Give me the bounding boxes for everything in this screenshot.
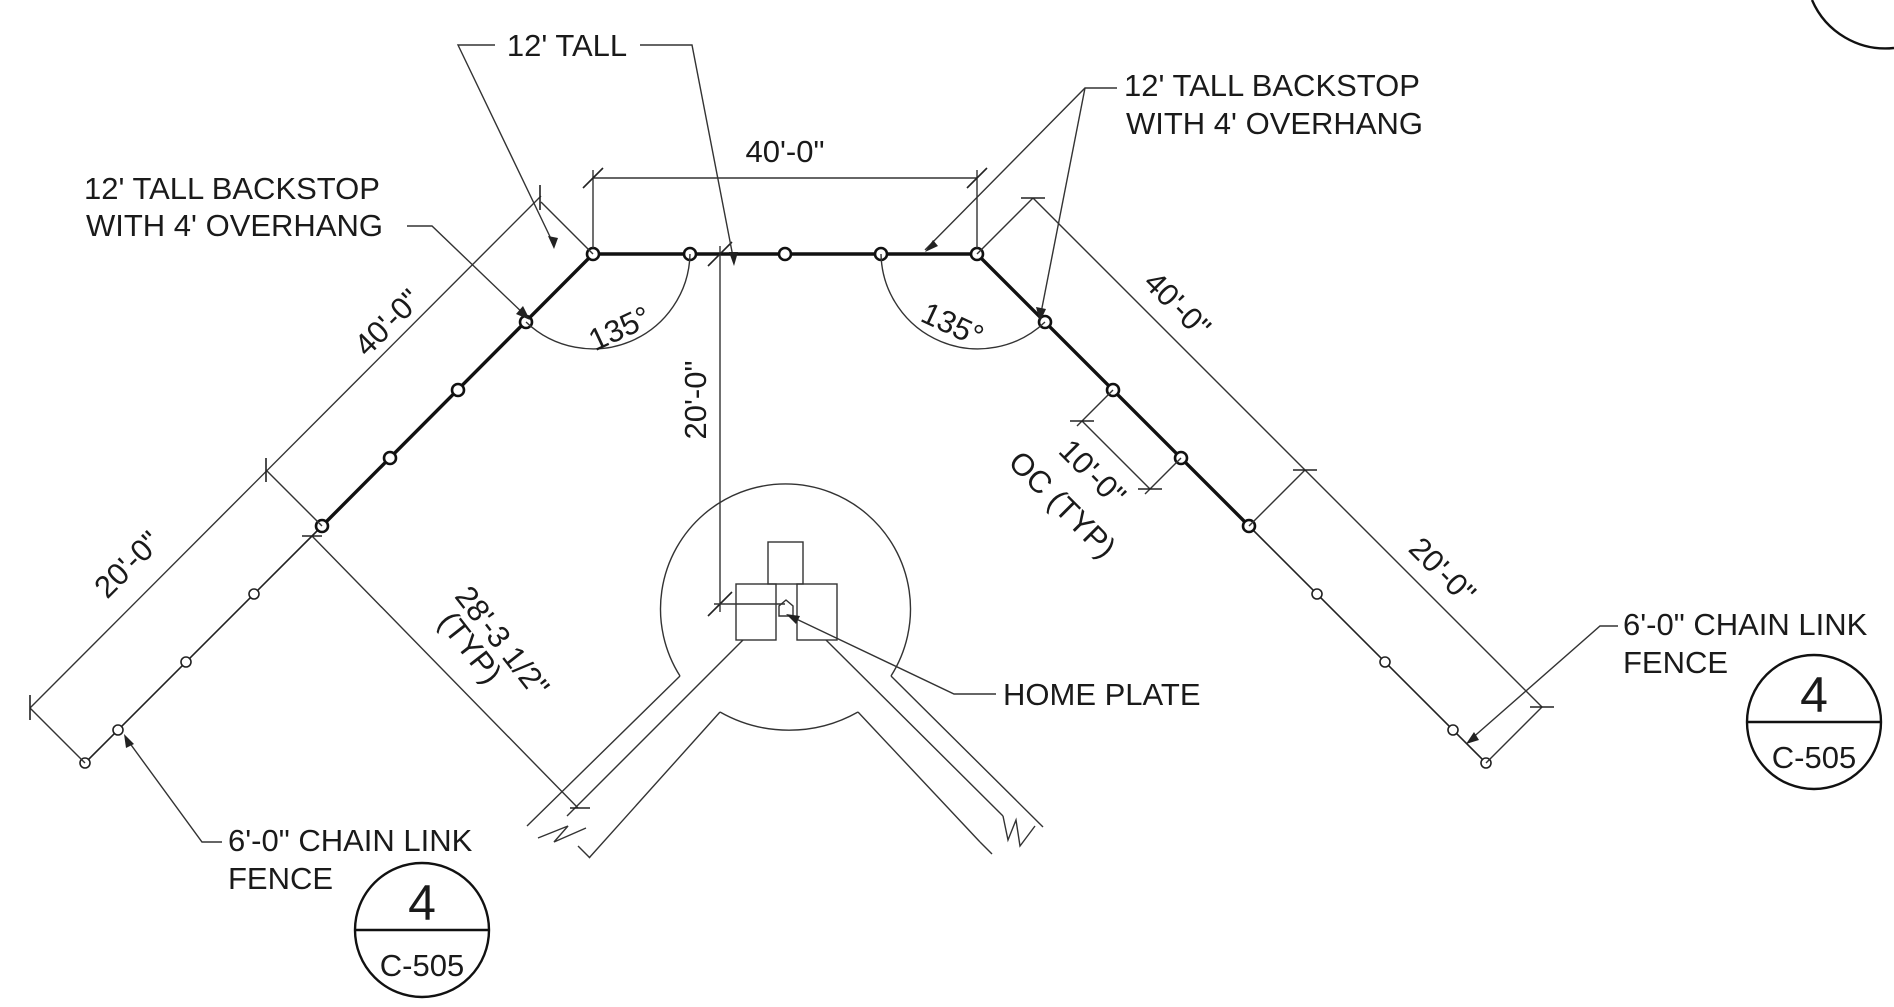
angle-left-label: 135° xyxy=(583,299,656,358)
detail-ref-number: 4 xyxy=(408,875,436,931)
label-backstop-right-1: 12' TALL BACKSTOP xyxy=(1124,68,1420,103)
leader-12-tall xyxy=(456,44,738,266)
dimension-post-spacing xyxy=(1070,389,1182,495)
dimension-right-diagonal xyxy=(976,197,1554,764)
chain-link-fence-right xyxy=(1248,525,1487,764)
angle-arc-left xyxy=(525,253,691,350)
dimension-right-diag-label: 40'-0" xyxy=(1137,264,1218,345)
label-fence-left-2: FENCE xyxy=(228,861,333,896)
chain-link-posts xyxy=(79,588,1492,769)
label-backstop-right-2: WITH 4' OVERHANG xyxy=(1126,106,1423,141)
chain-link-fence-left xyxy=(84,525,323,764)
label-backstop-left-1: 12' TALL BACKSTOP xyxy=(84,171,380,206)
leader-backstop-right xyxy=(924,87,1117,322)
label-fence-right-2: FENCE xyxy=(1623,645,1728,680)
dimension-left-diag-label: 40'-0" xyxy=(347,282,428,363)
dimension-left-diagonal xyxy=(29,185,594,764)
label-12-tall: 12' TALL xyxy=(507,28,627,63)
home-plate-shape xyxy=(778,599,794,617)
dimension-right-lower-label: 20'-0" xyxy=(1402,530,1483,611)
detail-ref-bubble-right[interactable]: 4 C-505 xyxy=(1745,653,1883,791)
label-backstop-left-2: WITH 4' OVERHANG xyxy=(86,208,383,243)
home-plate-area xyxy=(526,483,1044,859)
dimension-top-width xyxy=(582,167,988,248)
backstop-posts xyxy=(314,246,1257,534)
leader-fence-left xyxy=(124,734,222,843)
detail-ref-sheet: C-505 xyxy=(1772,740,1856,775)
detail-ref-sheet: C-505 xyxy=(380,948,464,983)
dimension-28-diagonal xyxy=(302,535,590,809)
detail-ref-bubble-left[interactable]: 4 C-505 xyxy=(353,861,491,999)
angle-arc-right xyxy=(880,253,1046,350)
dimension-center-depth xyxy=(707,241,785,617)
leader-home-plate xyxy=(786,614,996,695)
dimension-top-width-label: 40'-0" xyxy=(746,134,825,169)
label-fence-right-1: 6'-0" CHAIN LINK xyxy=(1623,607,1868,642)
leader-backstop-left xyxy=(407,225,530,320)
leader-fence-right xyxy=(1466,625,1618,744)
label-fence-left-1: 6'-0" CHAIN LINK xyxy=(228,823,473,858)
detail-ref-number: 4 xyxy=(1800,667,1828,723)
label-home-plate: HOME PLATE xyxy=(1003,677,1201,712)
dimension-center-depth-label: 20'-0" xyxy=(678,361,713,440)
partial-bubble-top-right xyxy=(1810,0,1894,50)
dimension-left-lower-label: 20'-0" xyxy=(87,524,168,605)
